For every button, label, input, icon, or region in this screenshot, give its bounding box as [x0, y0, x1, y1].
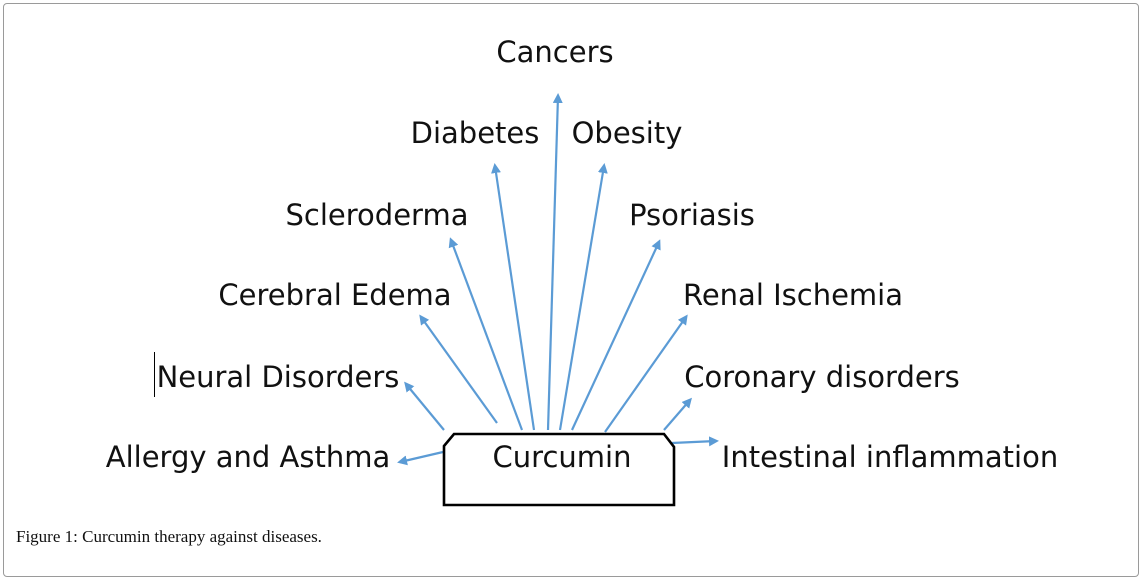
arrow-renal-ischemia — [604, 314, 688, 433]
arrow-allergy-asthma — [397, 450, 444, 466]
arrow-diabetes — [491, 163, 536, 431]
label-intestinal-inflammation: Intestinal inflammation — [722, 440, 1058, 474]
text-cursor — [154, 352, 155, 397]
figure-frame — [3, 3, 1139, 577]
label-coronary-disorders: Coronary disorders — [684, 360, 960, 394]
arrow-scleroderma — [448, 237, 524, 431]
label-renal-ischemia: Renal Ischemia — [683, 278, 903, 312]
arrow-obesity — [558, 163, 608, 431]
arrow-intestinal-inflammation — [671, 436, 719, 447]
arrow-cerebral-edema — [419, 314, 498, 424]
curcumin-box — [442, 432, 676, 507]
curcumin-label: Curcumin — [493, 440, 632, 474]
arrows-group — [397, 93, 719, 466]
label-allergy-asthma: Allergy and Asthma — [106, 440, 391, 474]
label-diabetes: Diabetes — [411, 116, 540, 150]
label-cancers: Cancers — [496, 35, 613, 69]
arrow-psoriasis — [571, 239, 661, 431]
caption-prefix: Figure 1: — [16, 527, 78, 546]
arrow-coronary-disorders — [663, 397, 692, 431]
label-neural-disorders: Neural Disorders — [157, 360, 400, 394]
arrow-neural-disorders — [404, 381, 445, 431]
arrow-cancers — [546, 93, 563, 431]
label-scleroderma: Scleroderma — [286, 198, 469, 232]
label-psoriasis: Psoriasis — [629, 198, 755, 232]
label-cerebral-edema: Cerebral Edema — [218, 278, 451, 312]
figure-caption: Figure 1: Curcumin therapy against disea… — [16, 527, 322, 547]
label-obesity: Obesity — [572, 116, 683, 150]
caption-text: Curcumin therapy against diseases. — [77, 527, 322, 546]
